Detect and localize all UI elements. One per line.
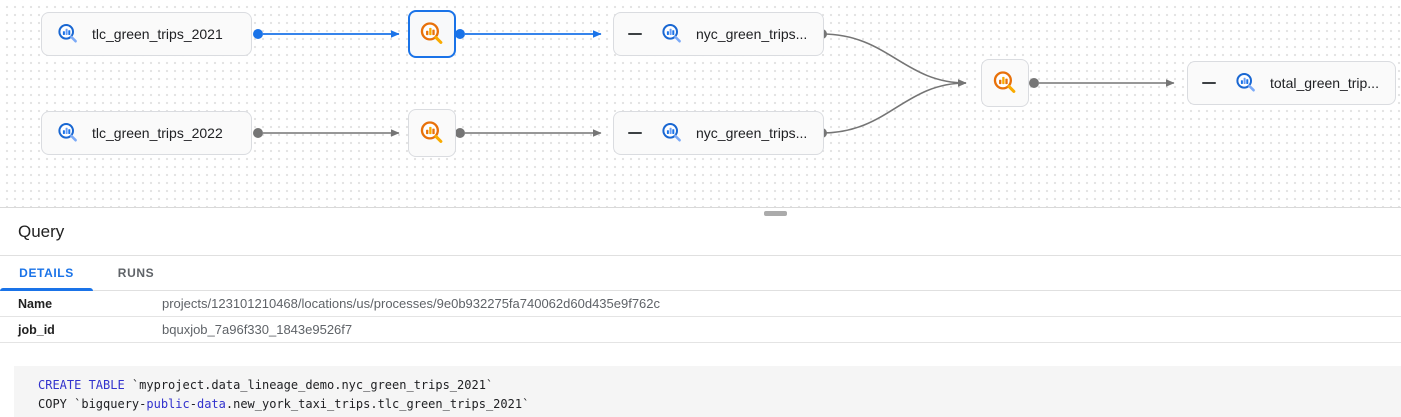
edge-port-dot — [455, 29, 465, 39]
node-label: total_green_trip... — [1270, 75, 1379, 91]
details-panel: Query DETAILS RUNS Name projects/1231012… — [0, 209, 1401, 417]
sql-code-block[interactable]: CREATE TABLE `myproject.data_lineage_dem… — [14, 366, 1401, 417]
minus-icon[interactable] — [628, 33, 642, 35]
node-nyc-green-trips-2022[interactable]: nyc_green_trips... — [613, 111, 824, 155]
detail-value: projects/123101210468/locations/us/proce… — [162, 296, 661, 311]
detail-value: bquxjob_7a96f330_1843e9526f7 — [162, 322, 353, 337]
panel-header: Query — [0, 209, 1401, 256]
panel-tabs: DETAILS RUNS — [0, 256, 1401, 291]
search-chart-icon — [420, 121, 443, 143]
detail-label: Name — [18, 296, 53, 311]
minus-icon[interactable] — [628, 132, 642, 134]
sql-keyword: data — [196, 397, 226, 411]
node-label: nyc_green_trips... — [696, 125, 808, 141]
node-nyc-green-trips-2021[interactable]: nyc_green_trips... — [613, 12, 824, 56]
node-tlc-green-trips-2021[interactable]: tlc_green_trips_2021 — [41, 12, 252, 56]
search-chart-icon — [58, 24, 77, 43]
detail-label: job_id — [18, 322, 55, 337]
tab-runs[interactable]: RUNS — [117, 266, 155, 280]
edge-port-dot — [253, 29, 263, 39]
tab-details[interactable]: DETAILS — [0, 256, 93, 291]
panel-resize-handle[interactable] — [764, 211, 787, 216]
edge-port-dot — [253, 128, 263, 138]
node-process-2022[interactable] — [408, 109, 456, 157]
edge-merge-top — [821, 33, 967, 87]
detail-row-name: Name projects/123101210468/locations/us/… — [0, 291, 1401, 317]
search-chart-icon — [993, 71, 1016, 93]
node-label: tlc_green_trips_2022 — [92, 125, 223, 141]
detail-row-job-id: job_id bquxjob_7a96f330_1843e9526f7 — [0, 317, 1401, 343]
sql-keyword: public — [146, 397, 190, 411]
code-line: COPY `bigquery-public-data.new_york_taxi… — [38, 397, 529, 411]
minus-icon[interactable] — [1202, 82, 1216, 84]
sql-text: .new_york_taxi_trips.tlc_green_trips_202… — [225, 397, 530, 411]
node-process-selected[interactable] — [408, 10, 456, 58]
search-chart-icon — [662, 24, 681, 43]
edge-port-dot — [455, 128, 465, 138]
panel-title: Query — [18, 222, 65, 241]
sql-text: COPY `bigquery- — [38, 397, 147, 411]
lineage-graph-canvas[interactable]: tlc_green_trips_2021 nyc_green_trips. — [0, 0, 1401, 208]
search-chart-icon — [58, 123, 77, 142]
sql-text: `myproject.data_lineage_demo.nyc_green_t… — [124, 378, 494, 392]
search-chart-icon — [662, 123, 681, 142]
node-tlc-green-trips-2022[interactable]: tlc_green_trips_2022 — [41, 111, 252, 155]
code-line: CREATE TABLE `myproject.data_lineage_dem… — [38, 378, 493, 392]
node-process-merge[interactable] — [981, 59, 1029, 107]
edge-merge-bottom — [821, 79, 967, 134]
search-chart-icon — [420, 22, 443, 44]
node-label: tlc_green_trips_2021 — [92, 26, 223, 42]
sql-keyword: CREATE TABLE — [38, 378, 125, 392]
sql-text: - — [189, 397, 197, 411]
search-chart-icon — [1236, 73, 1255, 92]
node-total-green-trips[interactable]: total_green_trip... — [1187, 61, 1396, 105]
node-label: nyc_green_trips... — [696, 26, 808, 42]
edge-port-dot — [1029, 78, 1039, 88]
